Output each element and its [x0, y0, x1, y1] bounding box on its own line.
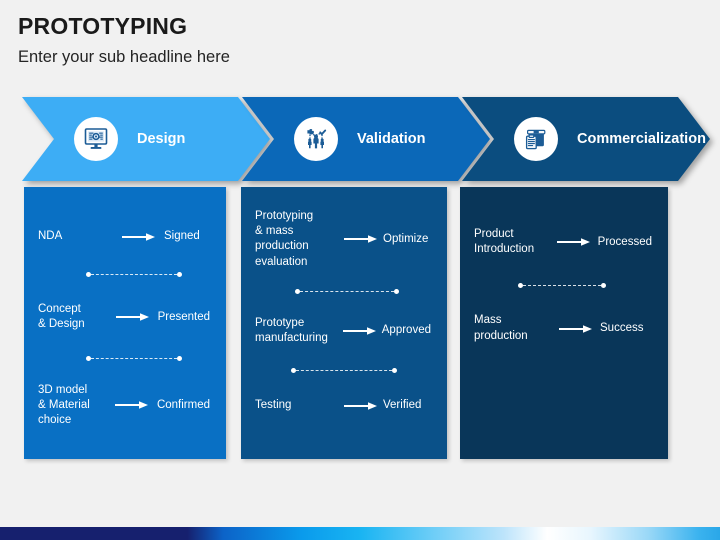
process-chevron-band: Design: [0, 97, 720, 181]
row-from-label: NDA: [38, 230, 63, 242]
commercialization-panel: Product Introduction Processed Mass prod…: [460, 187, 668, 459]
stage-label-design: Design: [137, 131, 186, 147]
separator-dot: [392, 367, 397, 373]
separator-line: [91, 358, 177, 360]
arrow-right-icon: [108, 311, 158, 323]
table-row: Mass production Success: [474, 313, 652, 343]
row-to-label: Optimize: [383, 232, 429, 245]
arrow-right-icon: [339, 400, 383, 412]
page-title: PROTOTYPING: [18, 13, 188, 39]
table-row: Prototype manufacturing Approved: [255, 316, 431, 346]
row-to-label: Verified: [383, 399, 422, 412]
monitor-design-icon: [74, 117, 118, 161]
row-to-label: Approved: [381, 324, 431, 337]
arrow-right-icon: [552, 323, 600, 335]
content-panels: NDA Signed Concept & Design Presented: [0, 187, 720, 459]
row-separator: [255, 366, 431, 374]
separator-dot: [86, 356, 91, 362]
table-row: NDA Signed: [38, 229, 210, 244]
table-row: Product Introduction Processed: [474, 227, 652, 257]
separator-dot: [291, 367, 296, 373]
row-separator: [474, 281, 652, 289]
row-separator: [38, 270, 210, 278]
page-subtitle: Enter your sub headline here: [18, 48, 230, 67]
separator-dot: [518, 282, 523, 288]
row-from-label: Concept & Design: [38, 303, 85, 331]
chevron-shape: [242, 97, 490, 181]
arrow-right-icon: [338, 325, 382, 337]
row-to-label: Presented: [157, 310, 210, 323]
box-clipboard-icon: [514, 117, 558, 161]
separator-line: [91, 273, 177, 275]
row-to-label: Success: [600, 321, 644, 334]
row-separator: [255, 288, 431, 296]
table-row: Prototyping & mass production evaluation…: [255, 209, 431, 270]
chevron-shape: [22, 97, 270, 181]
arrow-right-icon: [339, 233, 383, 245]
panel-spacer: [474, 344, 652, 445]
stage-label-validation: Validation: [357, 131, 426, 147]
table-row: Concept & Design Presented: [38, 302, 210, 332]
separator-dot: [177, 271, 182, 277]
design-panel: NDA Signed Concept & Design Presented: [24, 187, 226, 459]
table-row: Testing Verified: [255, 398, 431, 413]
row-from-label: Testing: [255, 399, 292, 412]
stage-chevron-commercialization[interactable]: Commercialization: [462, 97, 710, 181]
validation-panel: Prototyping & mass production evaluation…: [241, 187, 447, 459]
separator-line: [296, 369, 392, 371]
stage-label-commercialization: Commercialization: [577, 131, 706, 147]
arrow-right-icon: [550, 236, 598, 248]
separator-dot: [601, 282, 606, 288]
panel-spacer: [255, 413, 431, 445]
separator-dot: [86, 271, 91, 277]
separator-dot: [295, 289, 300, 295]
separator-line: [300, 291, 394, 293]
row-from-label: Mass production: [474, 314, 528, 342]
row-from-label: Prototype manufacturing: [255, 316, 328, 344]
stage-chevron-validation[interactable]: Validation: [242, 97, 490, 181]
row-from-label: Prototyping & mass production evaluation: [255, 210, 314, 268]
separator-dot: [394, 289, 399, 295]
row-from-label: Product Introduction: [474, 228, 535, 256]
separator-dot: [177, 356, 182, 362]
stage-chevron-design[interactable]: Design: [22, 97, 270, 181]
row-to-label: Confirmed: [156, 398, 210, 411]
row-to-label: Signed: [164, 230, 200, 242]
bottom-accent-bar: [0, 527, 720, 540]
chevron-shape: [462, 97, 710, 181]
header: PROTOTYPING Enter your sub headline here: [18, 13, 698, 67]
arrow-right-icon: [114, 231, 164, 243]
panel-spacer: [38, 428, 210, 445]
row-separator: [38, 355, 210, 363]
row-from-label: 3D model & Material choice: [38, 383, 90, 426]
row-to-label: Processed: [597, 235, 652, 248]
separator-line: [523, 284, 601, 286]
arrow-right-icon: [107, 399, 157, 411]
person-validation-icon: [294, 117, 338, 161]
table-row: 3D model & Material choice Confirmed: [38, 383, 210, 429]
